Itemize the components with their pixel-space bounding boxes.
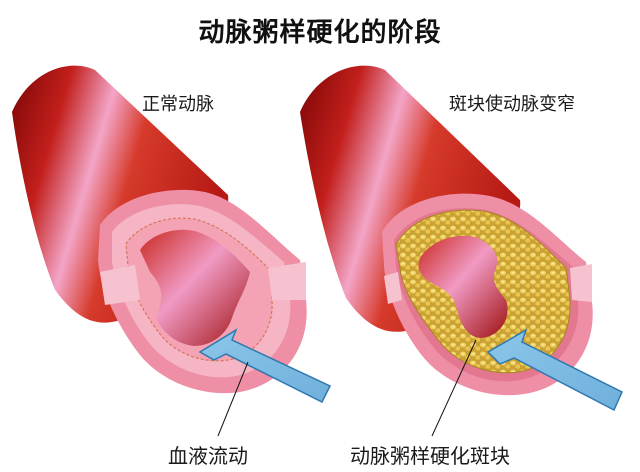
plaque-callout: 动脉粥样硬化斑块 (350, 444, 510, 468)
normal-artery (12, 65, 332, 437)
blood-flow-arrow-icon (486, 328, 623, 412)
blood-flow-callout: 血液流动 (168, 444, 248, 468)
normal-artery-label: 正常动脉 (142, 94, 214, 115)
blood-flow-arrow-icon (198, 328, 332, 404)
diagram-title: 动脉粥样硬化的阶段 (198, 18, 442, 48)
narrowed-artery (300, 65, 623, 437)
narrowed-artery-label: 斑块使动脉变窄 (449, 94, 575, 115)
